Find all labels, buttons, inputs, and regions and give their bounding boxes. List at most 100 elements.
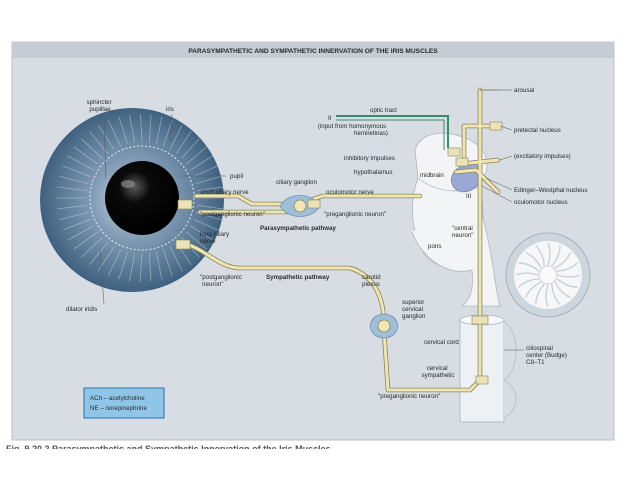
iris-streak bbox=[195, 175, 222, 184]
pupil-highlight bbox=[121, 180, 135, 188]
label-carotid: carotid plexus bbox=[362, 274, 382, 288]
legend-ach: ACh – acetylcholine bbox=[90, 395, 145, 402]
iris-streak bbox=[140, 113, 143, 143]
label-cervical-cord: cervical cord bbox=[424, 339, 459, 346]
leader-lines bbox=[99, 89, 524, 351]
diagram-title: PARASYMPATHETIC AND SYMPATHETIC INNERVAT… bbox=[188, 48, 438, 55]
iris-streak bbox=[62, 219, 91, 231]
label-midbrain: midbrain bbox=[420, 172, 444, 179]
label-roman-ii: II bbox=[328, 115, 332, 122]
sphincter-ring bbox=[89, 145, 195, 251]
label-sphincter: sphincter pupillae bbox=[87, 99, 114, 113]
legend-ne: NE – norepinephrine bbox=[90, 405, 147, 412]
iris-streak bbox=[197, 186, 224, 192]
iris-streak bbox=[193, 165, 218, 177]
iris-streak bbox=[156, 116, 163, 144]
iris-streak bbox=[163, 120, 173, 147]
cerebellum-folium bbox=[554, 252, 572, 269]
iris-streak bbox=[89, 131, 109, 154]
cerebellum-folium bbox=[518, 262, 540, 272]
label-cervical-sympathetic: cervical sympathetic bbox=[421, 365, 454, 379]
cerebellum-folium bbox=[551, 245, 561, 267]
iris-streak bbox=[107, 249, 121, 276]
iris-streak bbox=[73, 146, 98, 165]
iris-streak bbox=[59, 175, 89, 184]
iris-streak bbox=[67, 155, 94, 171]
iris-streak bbox=[163, 249, 173, 276]
iris-streak bbox=[148, 114, 152, 143]
cerebellum-folium bbox=[535, 244, 545, 266]
label-postganglionic-2: "postganglionic neuron" bbox=[200, 274, 244, 288]
iris-streak bbox=[156, 252, 163, 280]
synapse-boxes bbox=[175, 121, 503, 385]
cerebellum-folium bbox=[545, 284, 549, 308]
label-para-pathway: Parasympathetic pathway bbox=[260, 225, 337, 232]
label-ciliospinal: ciliospinal center (Budge) C8–T1 bbox=[526, 345, 569, 366]
label-dilator: dilator iridis bbox=[66, 306, 97, 313]
iris-streak bbox=[129, 114, 136, 143]
labels: sphincter pupillae iris pupil dilator ir… bbox=[66, 87, 588, 400]
iris-streak bbox=[186, 146, 207, 165]
label-input-homonymous: (input from homonymous hemiretinas) bbox=[318, 123, 388, 137]
label-iris: iris bbox=[166, 106, 174, 113]
optic-tract bbox=[336, 115, 449, 150]
cerebellum bbox=[505, 232, 591, 318]
pupil-shape bbox=[105, 161, 179, 235]
label-symp-pathway: Sympathetic pathway bbox=[266, 274, 330, 281]
iris-streak bbox=[57, 186, 87, 192]
iris-streak bbox=[118, 116, 128, 145]
cerebellum-folium bbox=[556, 278, 578, 288]
iris-streak bbox=[73, 231, 98, 250]
cerebellum-folium bbox=[554, 281, 571, 299]
cerebellum-folium bbox=[524, 281, 542, 298]
iris-streak bbox=[129, 253, 136, 282]
label-preganglionic-1: "preganglionic neuron" bbox=[324, 211, 386, 218]
iris-streak bbox=[118, 251, 128, 280]
iris-streak bbox=[169, 246, 183, 271]
label-inhibitory: inhibitory impulses bbox=[344, 155, 395, 162]
iris-streak bbox=[139, 253, 143, 283]
label-pupil: pupil bbox=[230, 173, 243, 180]
label-arousal: arousal bbox=[514, 87, 534, 94]
iris-streak bbox=[186, 231, 207, 250]
cerebellum-folium bbox=[557, 274, 581, 278]
label-pons: pons bbox=[428, 243, 441, 250]
iris-streak bbox=[107, 120, 121, 147]
iris-streak bbox=[59, 212, 89, 221]
iris-streak bbox=[193, 219, 218, 231]
iris-streak bbox=[98, 125, 115, 150]
legend-box bbox=[83, 387, 165, 419]
label-pretectal: pretectal nucleus bbox=[514, 127, 561, 134]
iris-streak bbox=[80, 138, 103, 159]
superior-cervical-ganglion bbox=[369, 313, 399, 339]
figure-caption: Fig. 9.20.2 Parasympathetic and Sympathe… bbox=[6, 444, 331, 454]
label-long-ciliary: long ciliary nerve bbox=[200, 231, 231, 245]
label-excitatory: (excitatory impulses) bbox=[514, 153, 571, 160]
cerebellum-folium bbox=[515, 272, 539, 276]
iris-streak bbox=[190, 155, 213, 171]
iris-streak bbox=[169, 125, 183, 150]
label-preganglionic-2: "preganglionic neuron" bbox=[378, 393, 440, 400]
eye bbox=[40, 108, 224, 292]
label-oculomotor-nucleus: oculomotor nucleus bbox=[514, 199, 568, 206]
iris-streak bbox=[67, 225, 94, 241]
spinal-cord bbox=[459, 314, 517, 423]
cerebellum-folium bbox=[517, 278, 539, 288]
label-central-neuron: "central neuron" bbox=[452, 225, 475, 239]
iris-streak bbox=[190, 225, 213, 241]
label-optic-tract: optic tract bbox=[370, 107, 397, 114]
iris-streak bbox=[89, 242, 109, 265]
label-ciliary-ganglion: ciliary ganglion bbox=[276, 179, 317, 186]
label-roman-iii: III bbox=[466, 193, 471, 200]
label-edinger: Edinger–Westphal nucleus bbox=[514, 187, 588, 194]
iris-streak bbox=[148, 253, 152, 282]
iris-streak bbox=[181, 138, 200, 159]
cerebellum-folium bbox=[535, 283, 545, 305]
label-hypothalamus: hypothalamus bbox=[354, 169, 393, 176]
cerebellum-folium bbox=[547, 242, 551, 266]
iris-streak bbox=[62, 165, 91, 177]
label-short-ciliary: short ciliary nerve bbox=[200, 189, 249, 196]
iris-streak bbox=[197, 204, 224, 210]
